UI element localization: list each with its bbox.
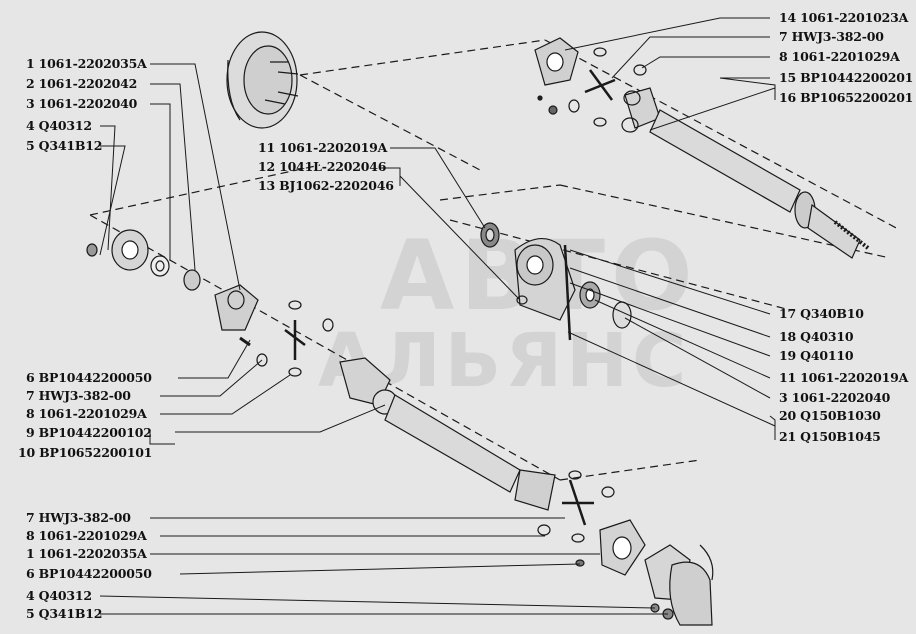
label-right-top-14: 14 1061-2201023A bbox=[779, 10, 909, 25]
assembly-outline-top bbox=[299, 39, 901, 231]
label-right-bottom-20: 20 Q150B1030 bbox=[779, 408, 881, 423]
label-left-bottom-6: 6 BP10442200050 bbox=[26, 566, 152, 581]
label-right-bottom-18: 18 Q40310 bbox=[779, 329, 854, 344]
label-left-top-5: 5 Q341B12 bbox=[26, 138, 103, 153]
label-right-bottom-17: 17 Q340B10 bbox=[779, 306, 864, 321]
label-right-bottom-19: 19 Q40110 bbox=[779, 348, 854, 363]
label-left-middle-7: 7 HWJ3-382-00 bbox=[26, 388, 131, 403]
label-left-top-1: 1 1061-2202035A bbox=[26, 56, 147, 71]
left-yoke-cross bbox=[214, 284, 334, 377]
middle-driveshaft bbox=[339, 357, 556, 511]
brake-drum bbox=[226, 31, 299, 129]
label-right-bottom-3: 3 1061-2202040 bbox=[779, 390, 891, 405]
label-center-12: 12 1041L-2202046 bbox=[258, 159, 387, 174]
left-flange-group bbox=[86, 229, 201, 291]
lower-yoke-flange bbox=[537, 470, 646, 576]
label-left-bottom-7: 7 HWJ3-382-00 bbox=[26, 510, 131, 525]
label-center-13: 13 BJ1062-2202046 bbox=[258, 178, 394, 193]
label-left-bottom-8: 8 1061-2201029A bbox=[26, 528, 147, 543]
assembly-outline-middle bbox=[89, 164, 891, 481]
label-center-11: 11 1061-2202019A bbox=[258, 140, 388, 155]
label-right-top-8: 8 1061-2201029A bbox=[779, 49, 900, 64]
label-right-top-16: 16 BP10652200201 bbox=[779, 90, 914, 105]
label-right-top-7: 7 HWJ3-382-00 bbox=[779, 29, 884, 44]
label-right-top-15: 15 BP10442200201 bbox=[779, 70, 914, 85]
center-bearing bbox=[480, 222, 632, 341]
assembly-outline-bottom bbox=[559, 459, 701, 481]
label-left-middle-9: 9 BP10442200102 bbox=[26, 425, 152, 440]
upper-driveshaft bbox=[621, 87, 870, 259]
label-left-top-3: 3 1061-2202040 bbox=[26, 96, 138, 111]
label-left-bottom-4: 4 Q40312 bbox=[26, 588, 92, 603]
label-left-bottom-5: 5 Q341B12 bbox=[26, 606, 103, 621]
label-left-middle-10: 10 BP10652200101 bbox=[18, 445, 153, 460]
label-left-middle-8: 8 1061-2201029A bbox=[26, 406, 147, 421]
label-left-middle-6: 6 BP10442200050 bbox=[26, 370, 152, 385]
label-right-bottom-11: 11 1061-2202019A bbox=[779, 370, 909, 385]
label-left-bottom-1: 1 1061-2202035A bbox=[26, 546, 147, 561]
label-left-top-4: 4 Q40312 bbox=[26, 118, 92, 133]
leader-lines bbox=[99, 17, 776, 615]
label-right-bottom-21: 21 Q150B1045 bbox=[779, 429, 881, 444]
label-left-top-2: 2 1061-2202042 bbox=[26, 76, 138, 91]
